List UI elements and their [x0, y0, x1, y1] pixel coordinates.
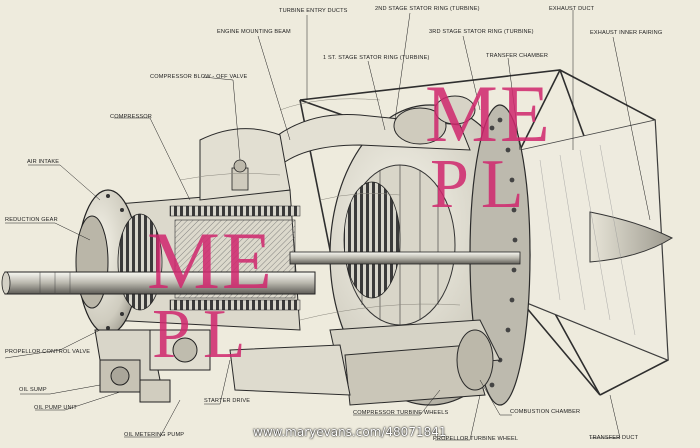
- label-2nd-stage-stator-ring: 2ND STAGE STATOR RING (TURBINE): [375, 6, 480, 12]
- label-turbine-entry-ducts: TURBINE ENTRY DUCTS: [279, 8, 348, 14]
- label-1st-stage-stator-ring: 1 ST. STAGE STATOR RING (TURBINE): [323, 55, 430, 61]
- label-oil-sump: OIL SUMP: [19, 387, 47, 393]
- exhaust-duct: [519, 119, 674, 361]
- label-3rd-stage-stator-ring: 3RD STAGE STATOR RING (TURBINE): [429, 29, 534, 35]
- accessory-units: [94, 329, 211, 403]
- image-credit: www.maryevans.com/48071841: [253, 425, 447, 439]
- combustion-chambers: [229, 95, 501, 406]
- detail-lines: [179, 98, 461, 321]
- label-compressor: COMPRESSOR: [110, 114, 152, 120]
- label-transfer-chamber: TRANSFER CHAMBER: [486, 53, 549, 59]
- label-air-intake: AIR INTAKE: [27, 159, 60, 165]
- label-oil-pump-unit: OIL PUMP UNIT: [34, 405, 77, 411]
- label-exhaust-inner-fairing: EXHAUST INNER FAIRING: [590, 30, 663, 36]
- watermark-me-bottom: ME: [147, 215, 274, 306]
- main-shaft: [1, 251, 521, 295]
- label-oil-metering-pump: OIL METERING PUMP: [124, 432, 185, 438]
- label-propellor-turbine-wheel: PROPELLOR TURBINE WHEEL: [433, 436, 519, 442]
- label-exhaust-duct: EXHAUST DUCT: [549, 6, 595, 12]
- label-transfer-duct: TRANSFER DUCT: [589, 435, 639, 441]
- label-engine-mounting-beam: ENGINE MOUNTING BEAM: [217, 29, 291, 35]
- watermark-pl-top: PL: [430, 146, 536, 223]
- label-combustion-chamber: COMBUSTION CHAMBER: [510, 409, 581, 415]
- label-compressor-blow-off-valve: COMPRESSOR BLOW - OFF VALVE: [150, 74, 248, 80]
- leader-lines: [4, 10, 651, 441]
- label-compressor-turbine-wheels: COMPRESSOR TURBINE WHEELS: [353, 410, 449, 416]
- label-reduction-gear: REDUCTION GEAR: [5, 217, 58, 223]
- label-propellor-control-valve: PROPELLOR CONTROL VALVE: [5, 349, 91, 355]
- watermark-pl-bottom: PL: [152, 296, 258, 373]
- label-starter-drive: STARTER DRIVE: [204, 398, 251, 404]
- watermark-me-top: ME: [425, 68, 552, 159]
